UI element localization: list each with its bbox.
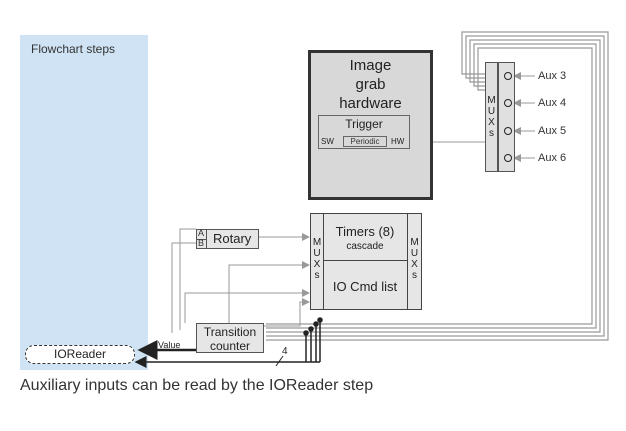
- mux-letter: M: [312, 237, 322, 248]
- bus-slash: [275, 355, 284, 367]
- io-cmd-list-label: IO Cmd list: [332, 279, 398, 294]
- mux-letter: U: [487, 106, 496, 117]
- trigger-sw-label: SW: [321, 137, 334, 146]
- ioreader-step: [25, 345, 135, 364]
- trigger-periodic-label: Periodic: [343, 136, 387, 147]
- timers-left-mux-label: M U X s: [311, 237, 323, 281]
- rotary-b-label: B: [198, 238, 205, 248]
- grab-title-line1: Image: [349, 57, 392, 74]
- transition-line1: Transition: [203, 325, 257, 339]
- aux6-label: Aux 6: [538, 152, 567, 164]
- aux3-label: Aux 3: [538, 70, 567, 82]
- mux-letter: U: [410, 248, 419, 259]
- transition-counter-label: Transition counter: [196, 325, 264, 353]
- aux-mux-label: M U X s: [486, 95, 497, 139]
- mux-letter: M: [410, 237, 419, 248]
- mux-letter: M: [487, 95, 496, 106]
- mux-letter: s: [314, 270, 320, 281]
- aux3-port-icon: [504, 72, 512, 80]
- aux-loop-lines: [266, 31, 609, 341]
- grab-title-line2: grab: [355, 76, 386, 93]
- aux5-port-icon: [504, 127, 512, 135]
- flowchart-steps-panel: [20, 35, 148, 370]
- mux-letter: X: [411, 259, 418, 270]
- bus-width-label: 4: [282, 346, 288, 357]
- flowchart-steps-label: Flowchart steps: [31, 42, 116, 56]
- timers-right-divider: [407, 213, 408, 310]
- aux-mux-divider: [497, 63, 499, 171]
- mux-letter: s: [412, 270, 417, 281]
- aux4-label: Aux 4: [538, 97, 567, 109]
- transition-line2: counter: [209, 339, 251, 353]
- timers-subtitle: cascade: [346, 241, 384, 252]
- trigger-hw-label: HW: [391, 137, 405, 146]
- value-label: Value: [158, 340, 181, 350]
- trigger-box: [318, 115, 410, 149]
- grab-title-line3: hardware: [339, 95, 402, 112]
- mux-letter: s: [489, 128, 494, 139]
- mux-letter: X: [488, 117, 495, 128]
- aux6-port-icon: [504, 154, 512, 162]
- rotary-ab-divider: [196, 239, 207, 240]
- feedback-lines: [184, 261, 310, 327]
- timers-middle-divider: [323, 260, 407, 261]
- timers-box: [310, 213, 422, 310]
- image-grab-hardware-title: Image grab hardware: [308, 56, 433, 113]
- aux-mux-box: [485, 62, 515, 172]
- timers-left-divider: [323, 213, 324, 310]
- bus-lines: [303, 317, 323, 362]
- aux4-port-icon: [504, 99, 512, 107]
- transition-counter-box: [196, 323, 264, 353]
- timers-right-mux-label: M U X s: [408, 237, 421, 281]
- ioreader-label: IOReader: [53, 347, 107, 361]
- timers-title: Timers (8): [335, 224, 395, 239]
- mux-letter: U: [313, 248, 321, 259]
- trigger-label: Trigger: [345, 117, 383, 131]
- mux-letter: X: [313, 259, 321, 270]
- aux5-label: Aux 5: [538, 125, 567, 137]
- caption: Auxiliary inputs can be read by the IORe…: [20, 377, 374, 394]
- rotary-a-label: A: [198, 228, 205, 238]
- rotary-label: Rotary: [213, 231, 252, 246]
- rotary-input-lines: [171, 228, 196, 333]
